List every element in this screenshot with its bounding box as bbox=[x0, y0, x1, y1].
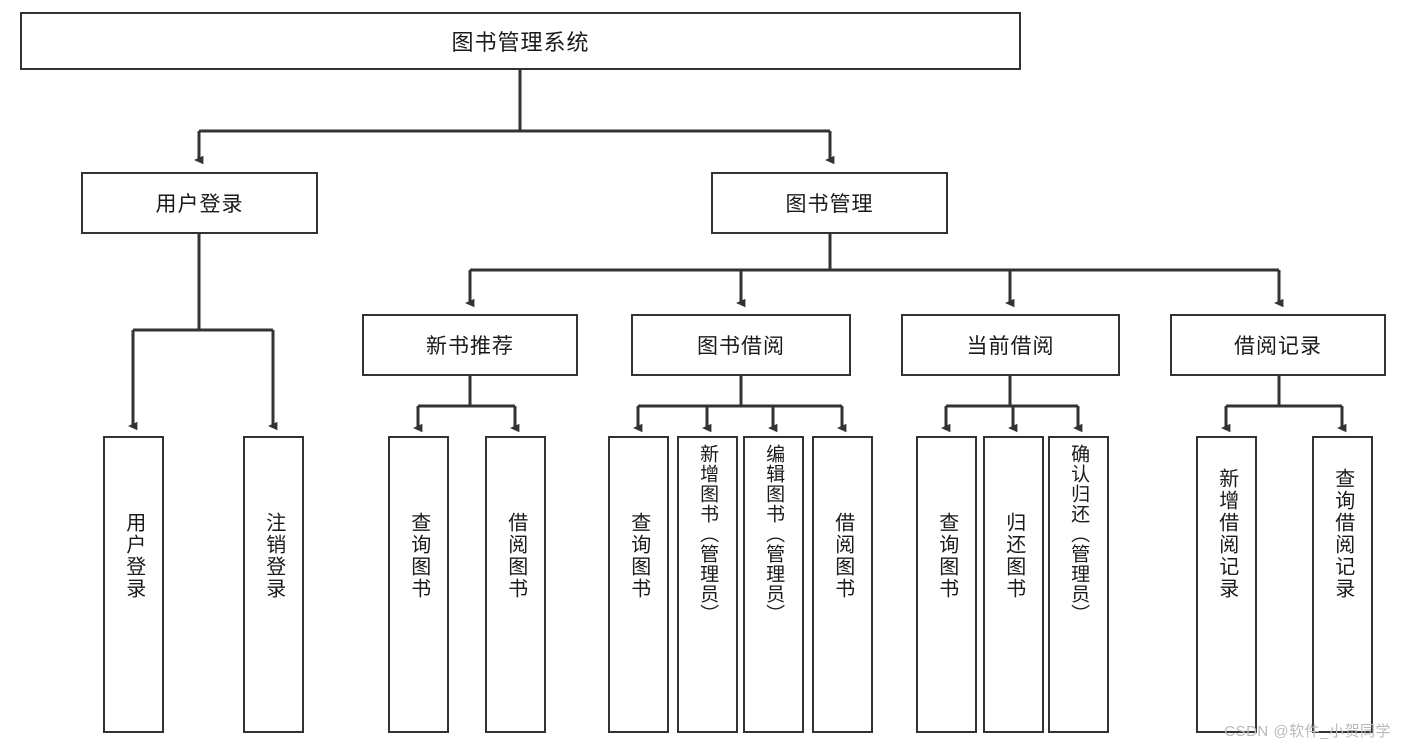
node-label: 用户登录 bbox=[122, 512, 145, 600]
leaf-borrow-query-book[interactable]: 查询图书 bbox=[608, 436, 669, 733]
node-label: 确认归还（管理员） bbox=[1068, 444, 1090, 624]
node-borrow-record[interactable]: 借阅记录 bbox=[1170, 314, 1386, 376]
leaf-record-query-record[interactable]: 查询借阅记录 bbox=[1312, 436, 1373, 733]
leaf-current-query-book[interactable]: 查询图书 bbox=[916, 436, 977, 733]
leaf-current-return-book[interactable]: 归还图书 bbox=[983, 436, 1044, 733]
leaf-recommend-query-book[interactable]: 查询图书 bbox=[388, 436, 449, 733]
node-user-login[interactable]: 用户登录 bbox=[81, 172, 318, 234]
node-current-borrow[interactable]: 当前借阅 bbox=[901, 314, 1120, 376]
leaf-user-logout[interactable]: 注销登录 bbox=[243, 436, 304, 733]
node-label: 查询图书 bbox=[627, 512, 650, 600]
node-book-management[interactable]: 图书管理 bbox=[711, 172, 948, 234]
leaf-current-confirm-return-admin[interactable]: 确认归还（管理员） bbox=[1048, 436, 1109, 733]
leaf-borrow-edit-book-admin[interactable]: 编辑图书（管理员） bbox=[743, 436, 804, 733]
node-book-borrow[interactable]: 图书借阅 bbox=[631, 314, 851, 376]
leaf-recommend-borrow-book[interactable]: 借阅图书 bbox=[485, 436, 546, 733]
node-label: 借阅记录 bbox=[1234, 335, 1322, 358]
node-label: 借阅图书 bbox=[504, 512, 527, 600]
node-label: 图书管理 bbox=[785, 193, 874, 216]
node-label: 用户登录 bbox=[155, 193, 244, 216]
leaf-borrow-add-book-admin[interactable]: 新增图书（管理员） bbox=[677, 436, 738, 733]
node-label: 新增图书（管理员） bbox=[697, 444, 719, 624]
node-new-book-recommend[interactable]: 新书推荐 bbox=[362, 314, 578, 376]
node-label: 查询图书 bbox=[407, 512, 430, 600]
node-root-system[interactable]: 图书管理系统 bbox=[20, 12, 1021, 70]
node-label: 注销登录 bbox=[262, 512, 285, 600]
node-label: 编辑图书（管理员） bbox=[763, 444, 785, 624]
node-label: 图书管理系统 bbox=[451, 30, 590, 55]
node-label: 新书推荐 bbox=[426, 335, 514, 358]
node-label: 查询图书 bbox=[935, 512, 958, 600]
node-label: 图书借阅 bbox=[697, 335, 785, 358]
leaf-user-login[interactable]: 用户登录 bbox=[103, 436, 164, 733]
watermark-text: CSDN @软件_小贺同学 bbox=[1224, 723, 1391, 740]
node-label: 借阅图书 bbox=[831, 512, 854, 600]
node-label: 归还图书 bbox=[1002, 512, 1025, 600]
leaf-record-add-record[interactable]: 新增借阅记录 bbox=[1196, 436, 1257, 733]
node-label: 新增借阅记录 bbox=[1215, 468, 1238, 600]
node-label: 当前借阅 bbox=[966, 335, 1055, 358]
leaf-borrow-borrow-book[interactable]: 借阅图书 bbox=[812, 436, 873, 733]
node-label: 查询借阅记录 bbox=[1331, 468, 1354, 600]
